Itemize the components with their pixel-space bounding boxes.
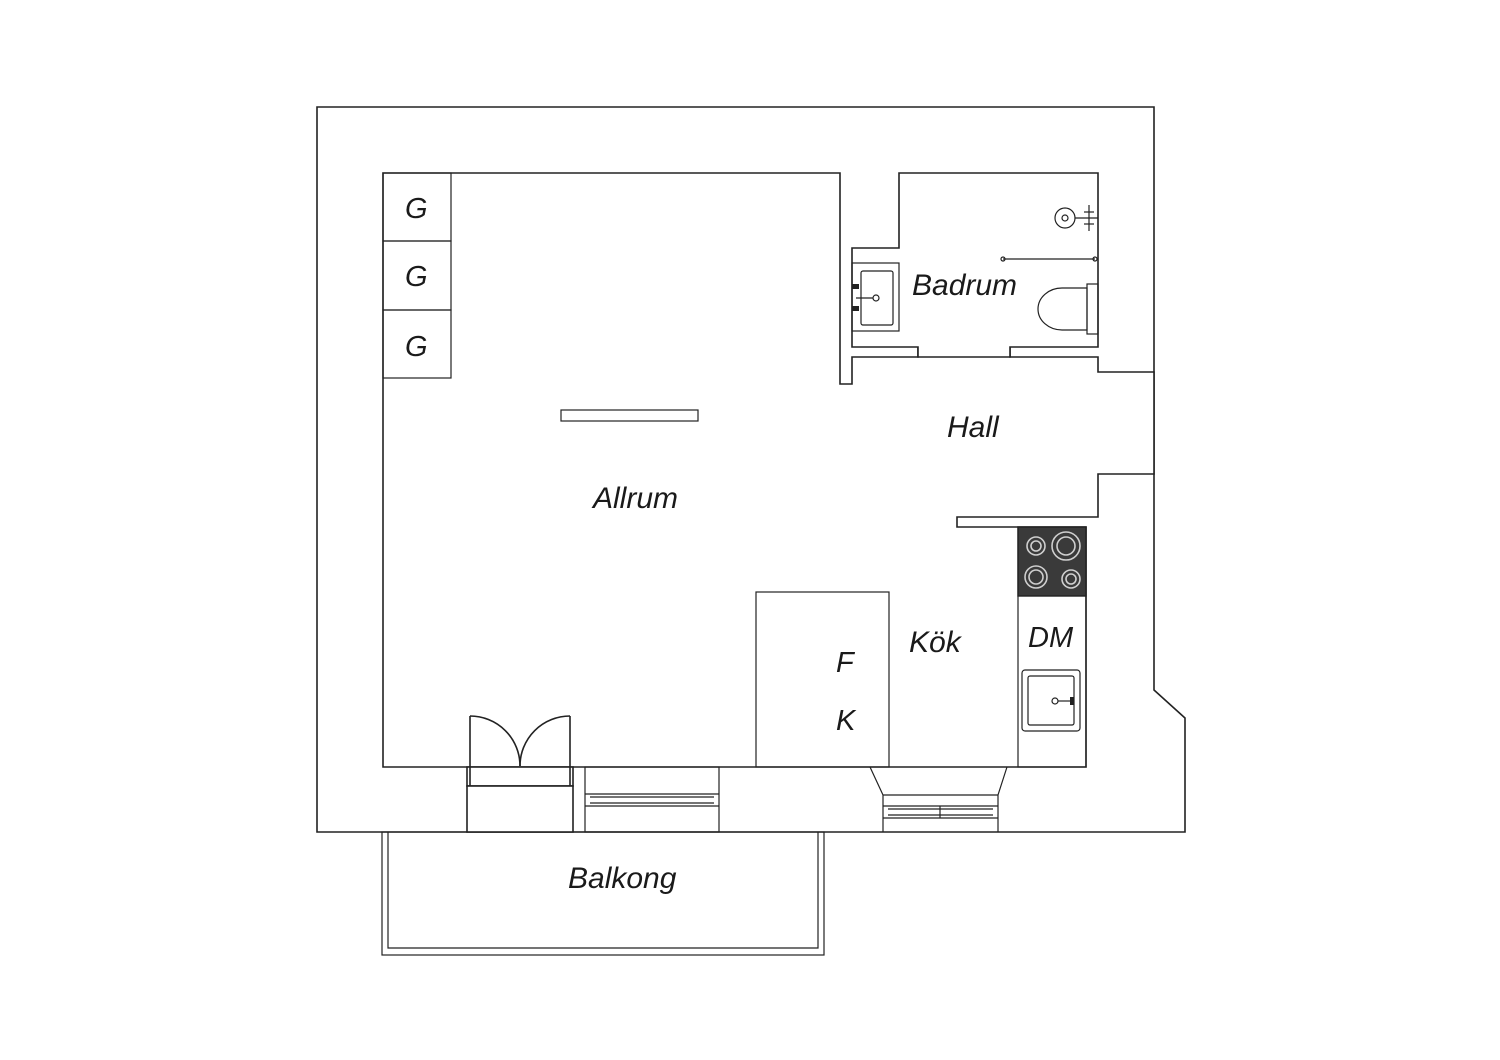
kitchen-sink-icon [1021, 669, 1081, 732]
room-label-kok: Kök [909, 626, 963, 659]
wardrobe-label-2: G [405, 261, 428, 293]
room-label-allrum: Allrum [591, 482, 678, 515]
fridge-label: F [836, 647, 856, 679]
shower-icon [1000, 205, 1098, 262]
room-label-balkong: Balkong [568, 862, 677, 895]
fridge-freezer-unit [755, 591, 890, 768]
stove-burners-icon [1024, 531, 1081, 589]
wardrobe-label-3: G [405, 331, 428, 363]
window-kitchen [869, 766, 1008, 832]
stove [1017, 526, 1087, 597]
room-label-hall: Hall [947, 411, 1000, 444]
freezer-label: K [836, 705, 857, 737]
radiator [560, 409, 699, 422]
room-label-badrum: Badrum [912, 269, 1017, 302]
window-allrum [584, 766, 720, 833]
wardrobe-label-1: G [405, 193, 428, 225]
toilet-icon [1037, 283, 1099, 335]
dishwasher-label: DM [1028, 622, 1074, 654]
bathroom-sink-icon [851, 262, 900, 332]
wardrobe-3 [382, 309, 452, 379]
balcony-door [466, 715, 574, 833]
